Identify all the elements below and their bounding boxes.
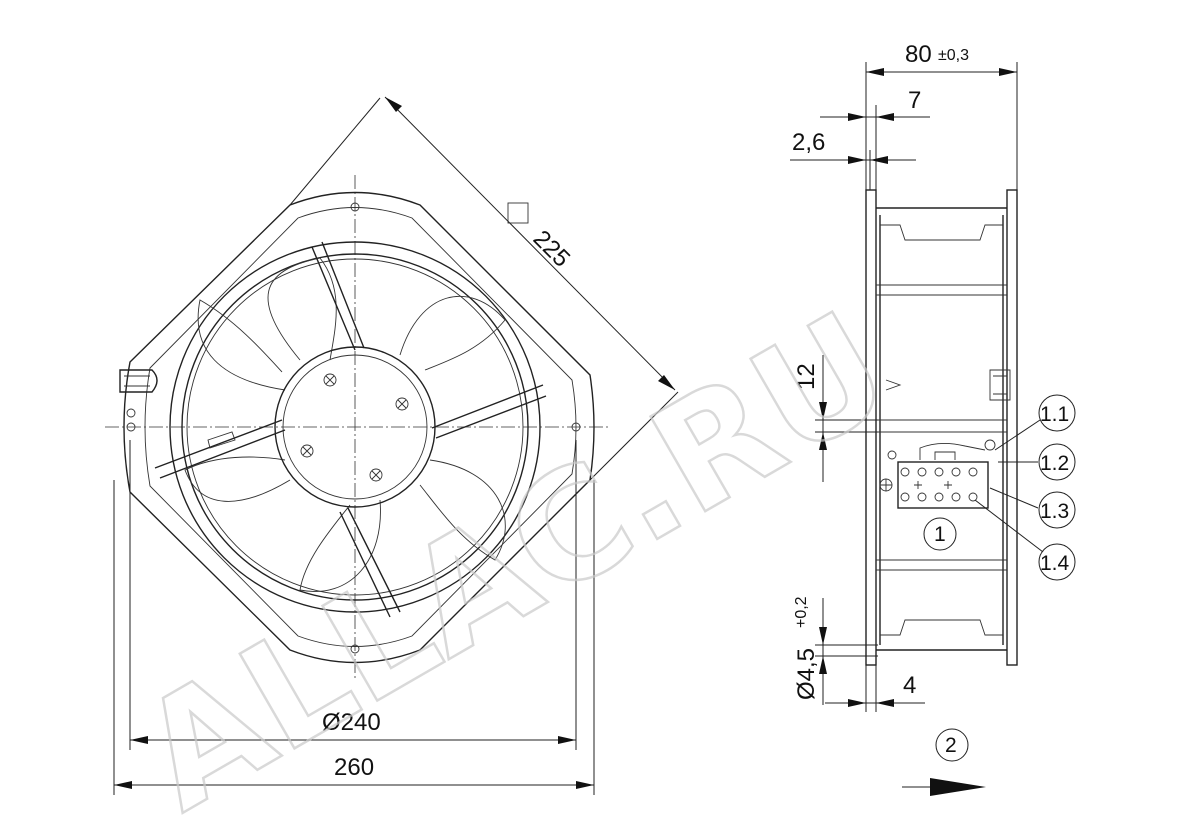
dim-2-6-text: 2,6 bbox=[792, 129, 825, 156]
svg-text:1.3: 1.3 bbox=[1040, 500, 1069, 523]
dim-4: 4 bbox=[825, 665, 925, 712]
front-flange bbox=[865, 189, 877, 666]
dim-4-5: Ø4,5 +0,2 bbox=[793, 596, 878, 705]
dim-4-5-tol: +0,2 bbox=[793, 596, 810, 628]
callout-1-1: 1.1 bbox=[994, 394, 1076, 451]
side-housing bbox=[876, 207, 1007, 651]
cable-channel bbox=[119, 369, 158, 393]
outer-ring bbox=[169, 241, 541, 613]
svg-text:1.1: 1.1 bbox=[1040, 403, 1069, 426]
callout-2: 2 bbox=[935, 728, 969, 762]
cable-clip bbox=[207, 431, 236, 449]
housing-outline bbox=[123, 191, 595, 664]
dim-260-text: 260 bbox=[334, 754, 374, 781]
dim-4-text: 4 bbox=[903, 672, 916, 699]
dim-7: 7 bbox=[820, 87, 930, 190]
mount-bracket bbox=[989, 369, 1011, 401]
dim-7-text: 7 bbox=[908, 87, 921, 114]
hub-inner bbox=[282, 354, 428, 500]
callout-1-2: 1.2 bbox=[998, 443, 1076, 481]
callout-1: 1 bbox=[923, 517, 957, 551]
dim-225-text: 225 bbox=[528, 225, 575, 272]
dim-12-text: 12 bbox=[793, 363, 820, 390]
rear-flange bbox=[1006, 189, 1018, 666]
airflow-arrow bbox=[902, 778, 986, 796]
dim-80: 80 ±0,3 bbox=[865, 41, 1018, 190]
venturi-ring bbox=[181, 253, 529, 601]
dim-80-tol: ±0,3 bbox=[938, 47, 969, 64]
dim-80-text: 80 bbox=[905, 41, 932, 68]
impeller-blades bbox=[184, 257, 506, 592]
mounting-holes bbox=[126, 202, 581, 654]
svg-text:2: 2 bbox=[945, 734, 957, 757]
side-view: 80 ±0,3 7 2,6 12 bbox=[790, 41, 1076, 796]
svg-text:1: 1 bbox=[934, 523, 946, 546]
support-struts bbox=[154, 241, 547, 618]
front-view: 225 Ø240 260 bbox=[105, 96, 679, 795]
svg-text:1.4: 1.4 bbox=[1040, 552, 1070, 575]
dim-260: 260 bbox=[113, 480, 595, 795]
blade-tip-circle bbox=[186, 258, 524, 596]
square-symbol bbox=[507, 202, 529, 224]
dim-4-5-text: Ø4,5 bbox=[793, 648, 820, 700]
dim-12: 12 bbox=[793, 355, 878, 482]
housing-bevel bbox=[144, 207, 577, 647]
dim-2-6: 2,6 bbox=[790, 129, 916, 190]
svg-text:1.2: 1.2 bbox=[1040, 452, 1069, 475]
terminal-block bbox=[879, 439, 996, 509]
dim-240-text: Ø240 bbox=[322, 709, 381, 736]
dim-240: Ø240 bbox=[129, 440, 577, 750]
callout-1-3: 1.3 bbox=[989, 487, 1076, 529]
callout-1-4: 1.4 bbox=[974, 499, 1076, 581]
hub-screws bbox=[300, 373, 409, 482]
